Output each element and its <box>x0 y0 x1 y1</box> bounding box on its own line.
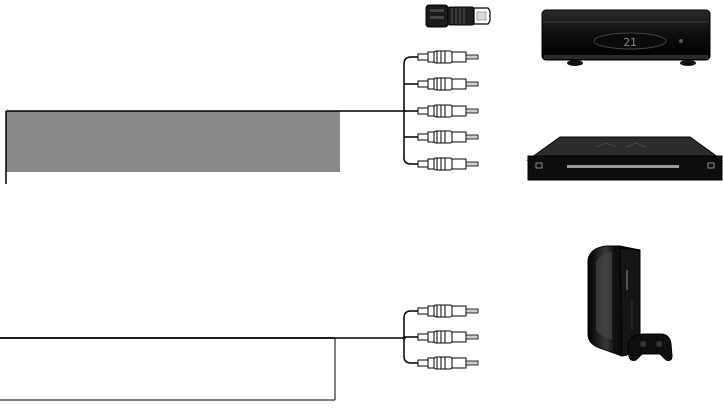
rca-plug-7 <box>417 330 479 344</box>
dvd-player-icon <box>526 136 723 181</box>
rca-plug-6 <box>417 304 479 318</box>
hdmi-plug-icon <box>425 4 491 28</box>
rca-plug-5 <box>417 157 479 171</box>
rca-plug-4 <box>417 130 479 144</box>
bottom-panel <box>0 337 336 401</box>
game-console-icon <box>587 245 673 361</box>
top-panel <box>5 110 340 184</box>
rca-plug-2 <box>417 77 479 91</box>
rca-plug-3 <box>417 104 479 118</box>
rca-plug-1 <box>417 50 479 64</box>
top-cable <box>340 56 418 165</box>
cable-box-display: 21 <box>623 36 636 49</box>
rca-plug-8 <box>417 356 479 370</box>
cable-box-icon: 21 <box>541 9 711 66</box>
bottom-cable <box>0 310 418 364</box>
